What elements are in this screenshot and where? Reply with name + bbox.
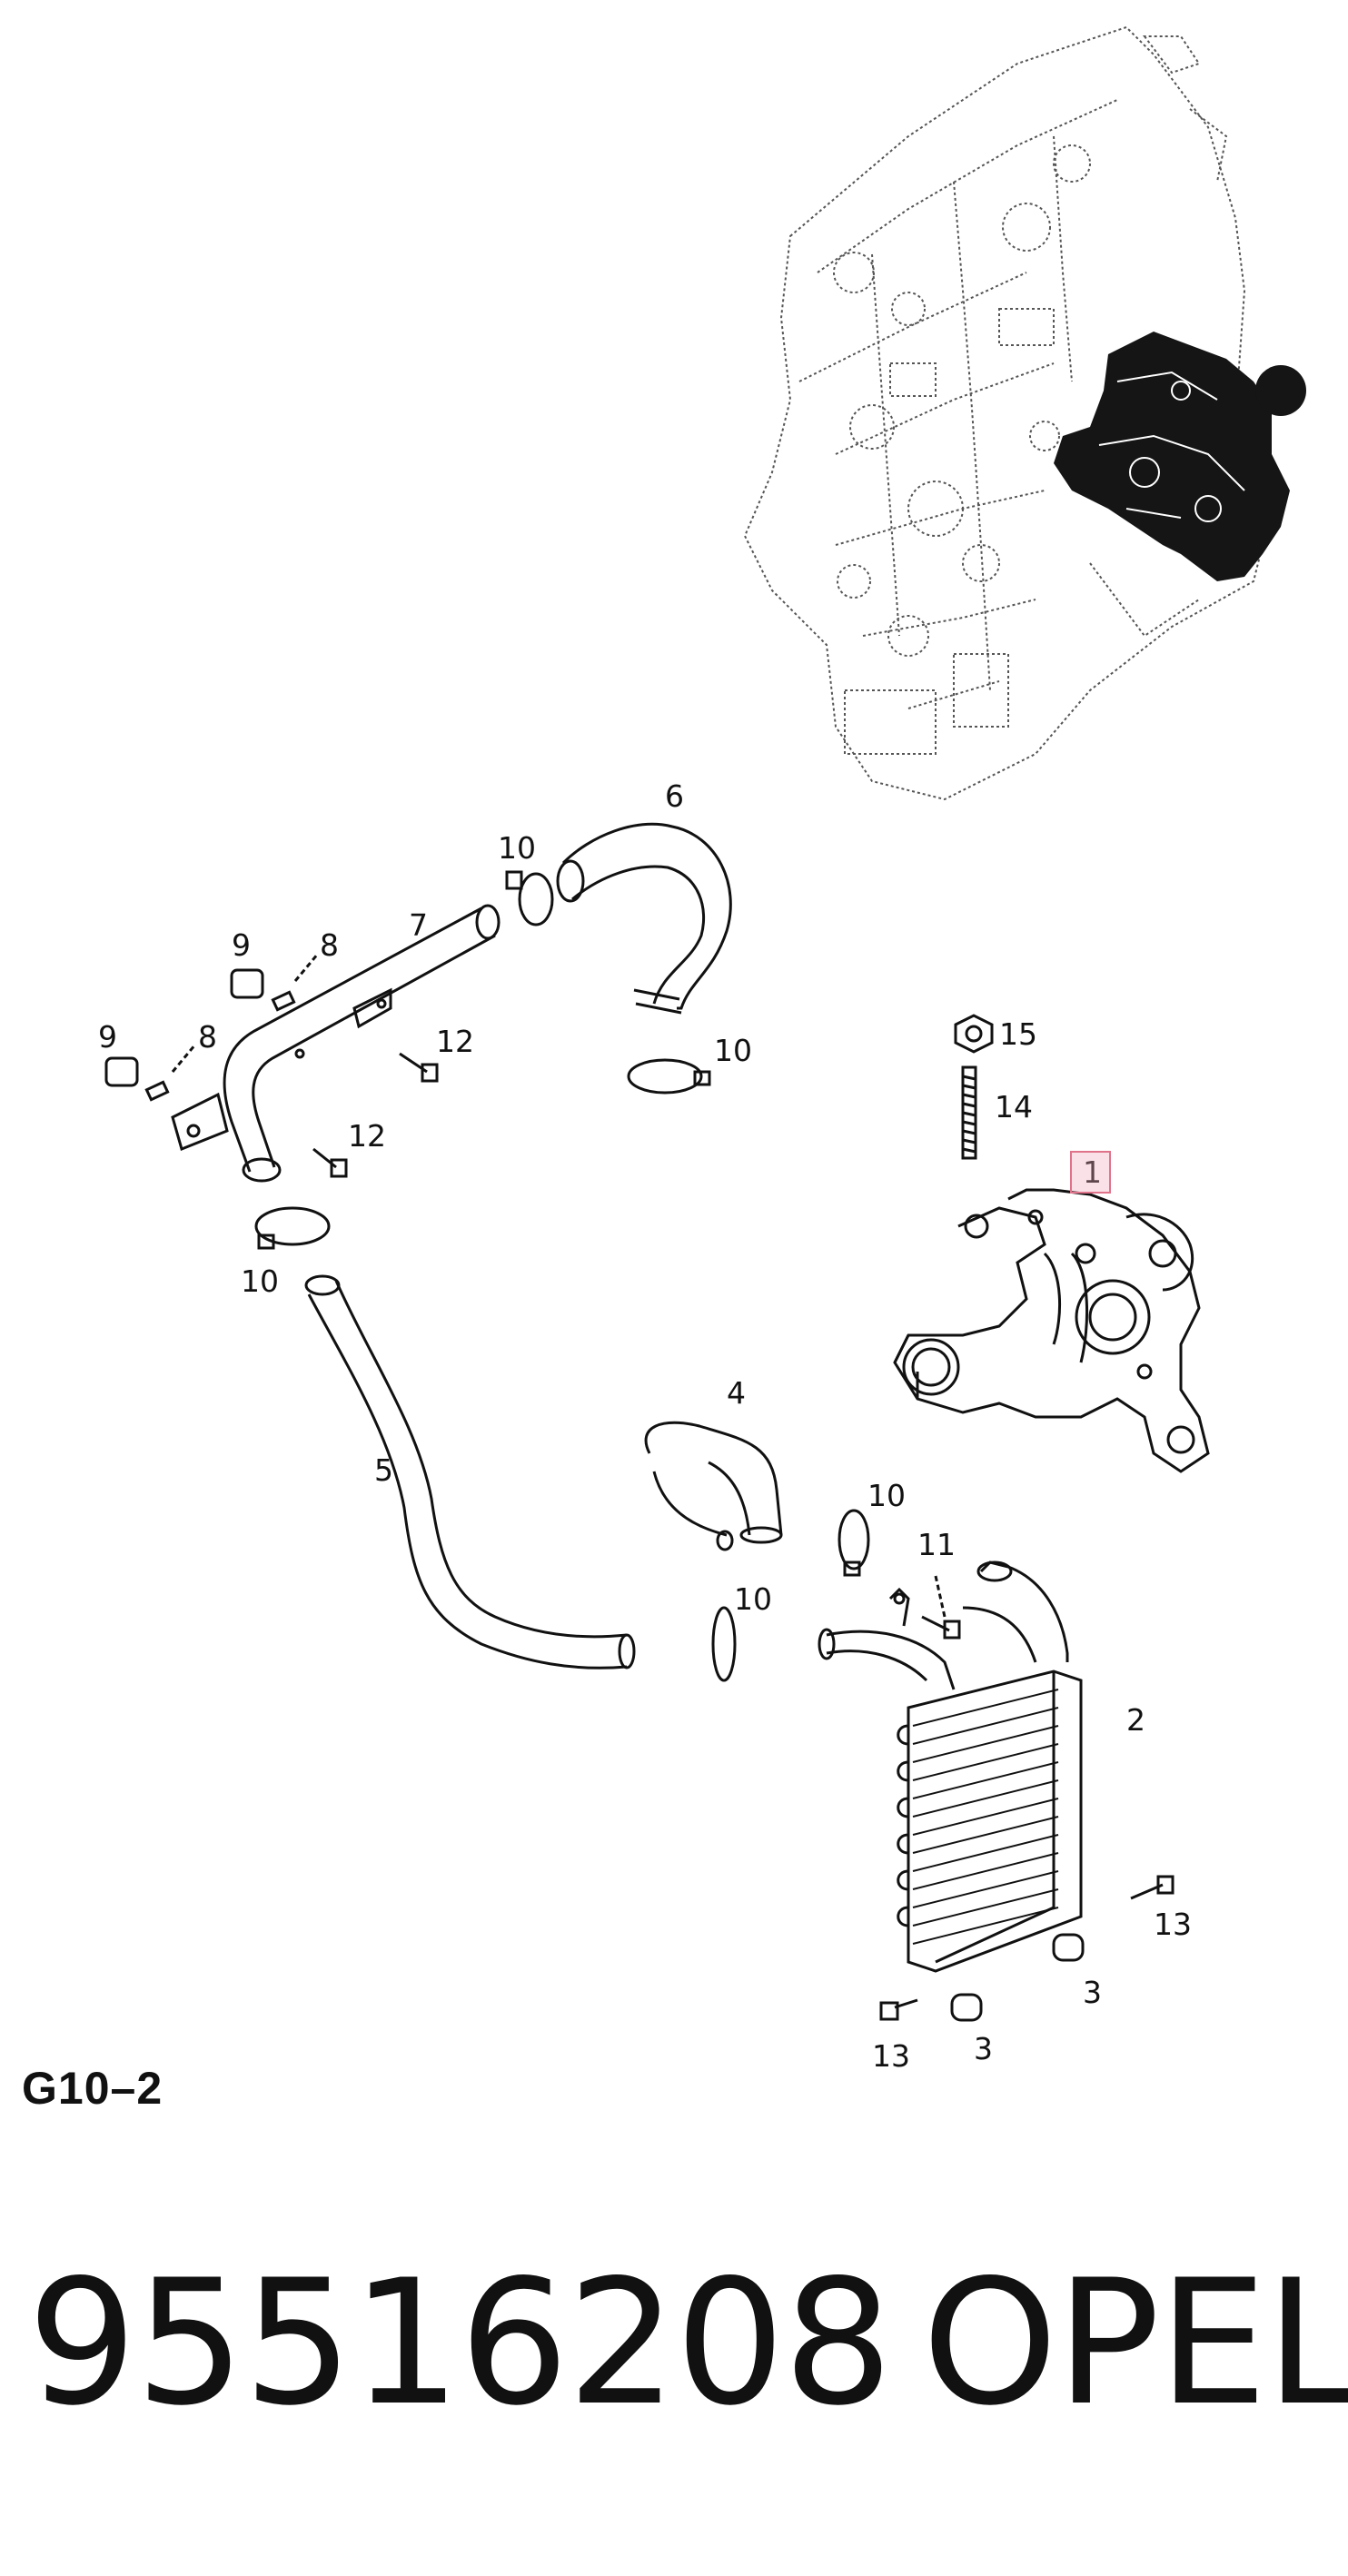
callout-13a[interactable]: 13 [1154, 1907, 1192, 1942]
bolt-part-13 [879, 1875, 1175, 2021]
part-number: 95516208 [27, 2243, 893, 2443]
callout-7[interactable]: 7 [409, 907, 428, 943]
callout-6[interactable]: 6 [665, 778, 684, 814]
bolt-part-11 [921, 1575, 961, 1640]
water-pump-part-1 [893, 1188, 1210, 1473]
cap-part-9 [104, 968, 264, 1087]
hose-part-5 [304, 1274, 636, 1669]
parts-diagram: 1 2 3 3 4 5 6 7 8 8 9 9 10 10 10 10 10 1… [98, 25, 1306, 2074]
pin-part-8 [144, 953, 320, 1102]
callout-10c[interactable]: 10 [241, 1263, 279, 1299]
hose-part-4 [644, 1421, 783, 1551]
callout-1[interactable]: 1 [1083, 1154, 1102, 1190]
callout-14[interactable]: 14 [995, 1089, 1033, 1125]
engine-block-illustration [743, 25, 1274, 801]
nut-part-15 [954, 1014, 994, 1054]
callout-12b[interactable]: 12 [348, 1118, 386, 1154]
callout-9b[interactable]: 9 [98, 1019, 117, 1055]
callout-3a[interactable]: 3 [1083, 1975, 1102, 2010]
callout-10d[interactable]: 10 [867, 1478, 906, 1513]
callout-3b[interactable]: 3 [974, 2031, 993, 2066]
callout-8b[interactable]: 8 [198, 1019, 217, 1055]
callout-10a[interactable]: 10 [498, 830, 536, 866]
callout-1-highlight [1070, 1151, 1111, 1194]
hose-part-6 [556, 822, 732, 1015]
bolt-part-12 [312, 1052, 439, 1178]
callout-9a[interactable]: 9 [232, 927, 251, 963]
callout-2[interactable]: 2 [1126, 1702, 1145, 1738]
mount-part-3 [950, 1933, 1085, 2022]
clamp-part-10 [254, 870, 870, 1682]
callout-10e[interactable]: 10 [734, 1581, 772, 1617]
callout-8a[interactable]: 8 [320, 927, 339, 963]
callout-15[interactable]: 15 [999, 1016, 1037, 1052]
callout-labels: 1 2 3 3 4 5 6 7 8 8 9 9 10 10 10 10 10 1… [98, 778, 1192, 2074]
callout-10b[interactable]: 10 [714, 1033, 752, 1068]
callout-13b[interactable]: 13 [872, 2038, 910, 2074]
callout-11[interactable]: 11 [917, 1527, 956, 1562]
callout-4[interactable]: 4 [727, 1375, 746, 1411]
callout-5[interactable]: 5 [374, 1452, 393, 1488]
callout-12a[interactable]: 12 [436, 1024, 474, 1059]
cooler-part-2 [818, 1560, 1083, 1973]
brand-name: OPEL [922, 2243, 1348, 2443]
pipe-part-7 [171, 904, 501, 1183]
engine-pump-location-highlight [1054, 332, 1306, 581]
figure-code: G10–2 [22, 2063, 164, 2114]
stud-part-14 [961, 1065, 977, 1160]
